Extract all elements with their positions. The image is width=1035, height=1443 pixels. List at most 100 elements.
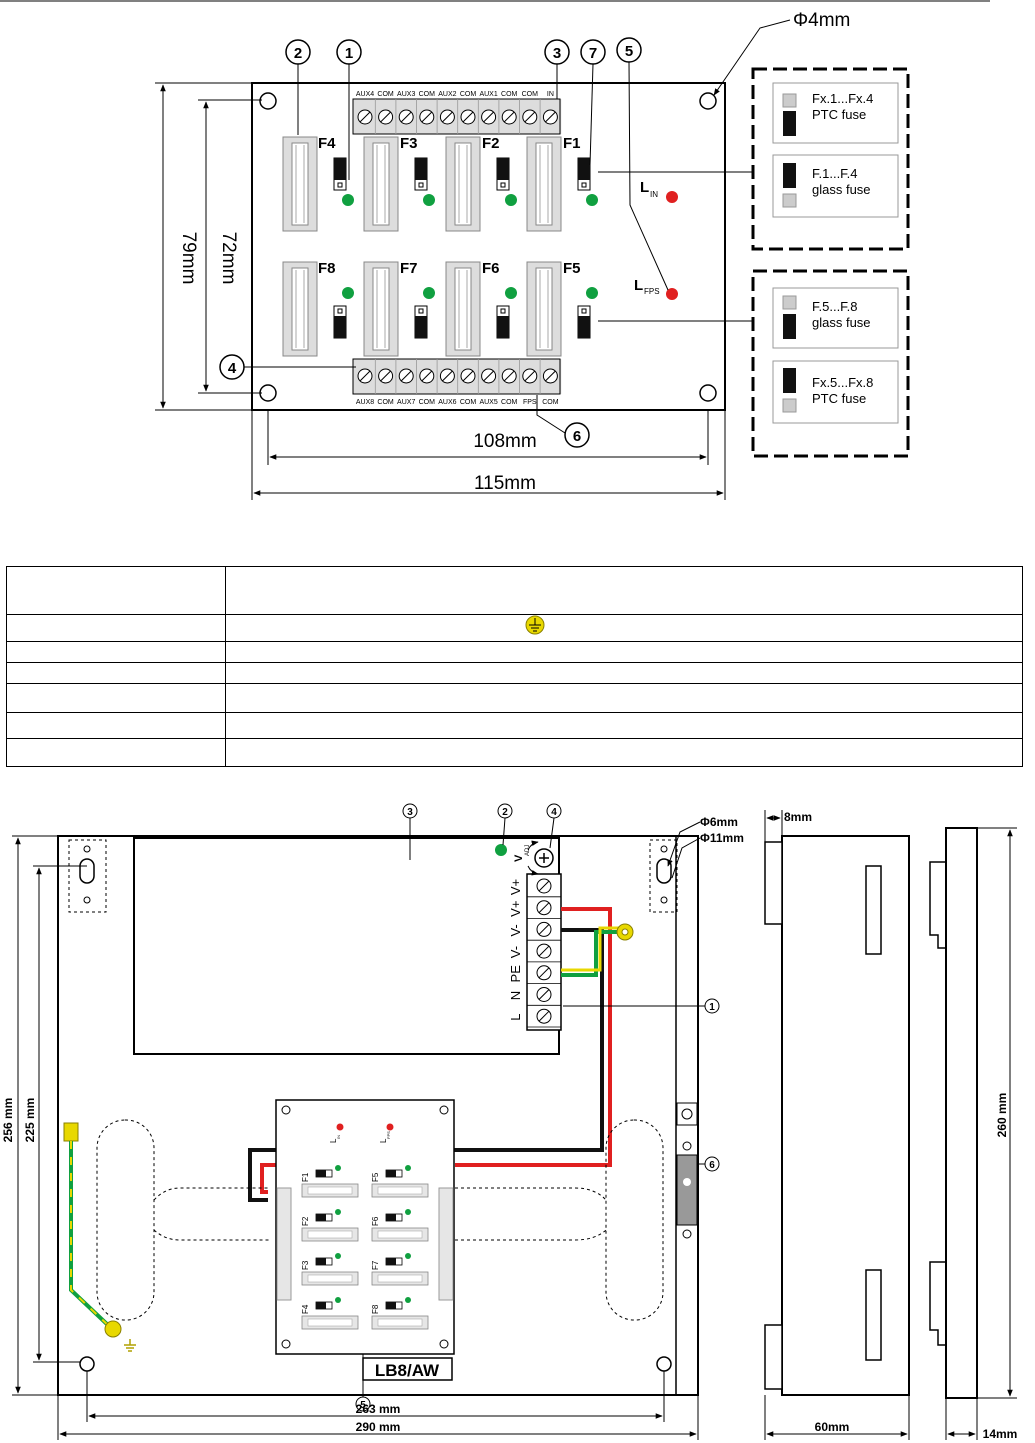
fuse-holder xyxy=(445,261,481,357)
fuse-holder xyxy=(445,136,481,232)
vadj-label: V xyxy=(513,854,525,862)
psu-terminal-label: V+ xyxy=(508,901,523,917)
enc-callout-1: 1 xyxy=(563,998,720,1014)
table-row xyxy=(6,683,1023,713)
table-row xyxy=(6,566,1023,615)
dim-225-text: 225 mm xyxy=(23,1098,37,1143)
top-terminal-label: AUX4 xyxy=(356,91,374,98)
svg-text:L: L xyxy=(379,1138,388,1143)
mini-fuse: F4 xyxy=(301,1297,359,1330)
svg-text:F1: F1 xyxy=(301,1172,310,1182)
svg-text:2: 2 xyxy=(502,807,508,818)
callout-2: 2 xyxy=(285,39,311,135)
led-green xyxy=(586,287,598,299)
psu-terminal-strip xyxy=(526,873,562,1031)
jumper-legend-bottom: F.5...F.8 glass fuse Fx.5...Fx.8 PTC fus… xyxy=(598,269,910,458)
psu-module xyxy=(133,837,560,1055)
terminal-screw xyxy=(536,878,552,894)
table-row xyxy=(6,712,1023,739)
bottom-terminal-label: COM xyxy=(460,399,477,406)
enc-callout-2: 2 xyxy=(497,803,513,846)
led-in-red xyxy=(666,191,678,203)
table-row xyxy=(6,614,1023,642)
led-green xyxy=(505,287,517,299)
svg-text:PTC fuse: PTC fuse xyxy=(812,391,866,406)
fuse-label-f2: F2 xyxy=(482,135,500,152)
fuse-holder xyxy=(526,136,562,232)
dim-60mm: 60mm xyxy=(815,1420,850,1434)
led-fps-sub: FPS xyxy=(644,287,660,296)
terminal-screw xyxy=(536,1008,552,1024)
mounting-hole xyxy=(79,1356,95,1372)
fuse-holder xyxy=(363,261,399,357)
mounting-hole xyxy=(259,92,277,110)
terminal-screw xyxy=(357,109,373,125)
led-green xyxy=(423,194,435,206)
keyhole-mount-left xyxy=(68,839,107,913)
dim-263-text: 263 mm xyxy=(356,1402,401,1416)
dim-256-text: 256 mm xyxy=(1,1098,15,1143)
fuse-holder xyxy=(526,261,562,357)
jumper xyxy=(414,305,428,339)
svg-text:IN: IN xyxy=(336,1135,341,1139)
dim-hole-4mm: Φ4mm xyxy=(793,10,850,31)
bottom-terminal-label: AUX6 xyxy=(438,399,456,406)
jumper xyxy=(577,157,591,191)
fuse-holder xyxy=(363,136,399,232)
pe-screw xyxy=(104,1320,122,1338)
svg-text:F6: F6 xyxy=(371,1216,380,1226)
terminal-screw xyxy=(481,368,497,384)
led-in-label: L xyxy=(640,179,649,196)
led-green xyxy=(342,287,354,299)
tamper-switch xyxy=(676,1102,698,1239)
mini-fuse: F8 xyxy=(371,1297,429,1330)
jumper xyxy=(333,305,347,339)
led-green xyxy=(586,194,598,206)
callout-4: 4 xyxy=(219,354,356,380)
jumper xyxy=(577,305,591,339)
enc-callout-6: 6 xyxy=(697,1156,720,1172)
enc-callout-4: 4 xyxy=(546,803,562,849)
terminal-screw xyxy=(542,109,558,125)
terminal-screw xyxy=(439,109,455,125)
mounting-hole xyxy=(656,1356,672,1372)
terminal-screw xyxy=(398,368,414,384)
led-green xyxy=(505,194,517,206)
dim-72-text: 72mm xyxy=(218,232,239,285)
svg-text:F8: F8 xyxy=(371,1304,380,1314)
svg-text:5: 5 xyxy=(625,43,633,60)
mini-fuse: F2 xyxy=(301,1209,359,1242)
table-row xyxy=(6,662,1023,684)
svg-text:F2: F2 xyxy=(301,1216,310,1226)
top-terminal-label: COM xyxy=(522,91,539,98)
terminal-screw xyxy=(460,368,476,384)
description-table xyxy=(6,566,1023,767)
top-terminal-label: COM xyxy=(419,91,436,98)
bottom-terminal-block xyxy=(352,358,562,395)
dim-8mm: 8mm xyxy=(784,810,812,824)
terminal-screw xyxy=(542,368,558,384)
terminal-screw xyxy=(536,943,552,959)
jumper xyxy=(496,305,510,339)
keyhole-mount-right xyxy=(649,839,678,913)
svg-text:4: 4 xyxy=(551,807,557,818)
wire-red xyxy=(455,907,612,1167)
fuse-label-f1: F1 xyxy=(563,135,581,152)
side-view: 8mm 60mm xyxy=(764,810,910,1440)
top-terminal-label: AUX2 xyxy=(438,91,456,98)
terminal-screw xyxy=(536,900,552,916)
bottom-terminal-label: COM xyxy=(419,399,436,406)
svg-text:5: 5 xyxy=(360,1400,366,1411)
svg-text:F5: F5 xyxy=(371,1172,380,1182)
led-in-sub: IN xyxy=(650,190,658,199)
top-terminal-label: COM xyxy=(377,91,394,98)
svg-text:FPS: FPS xyxy=(386,1131,391,1139)
terminal-screw xyxy=(419,368,435,384)
terminal-screw xyxy=(378,368,394,384)
psu-terminal-label: V- xyxy=(508,946,523,958)
fuse-holder xyxy=(282,261,318,357)
svg-text:Fx.5...Fx.8: Fx.5...Fx.8 xyxy=(812,375,873,390)
mounting-hole xyxy=(259,384,277,402)
